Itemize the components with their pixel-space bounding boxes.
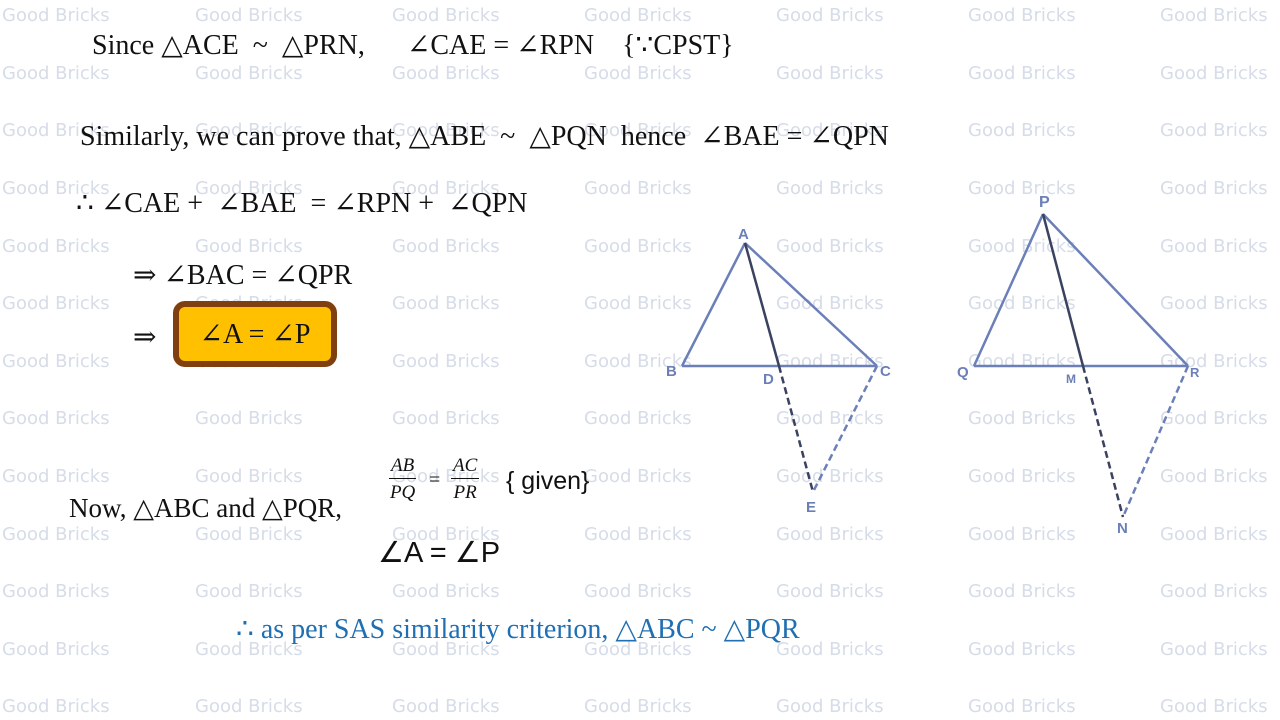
now-triangles-text: Now, △ABC and △PQR, <box>69 493 343 523</box>
fraction-denominator: PQ <box>389 482 416 503</box>
proof-line-1: Since △ACE ~ △PRN, ∠CAE = ∠RPN {∵CPST} <box>92 30 734 61</box>
label-m: M <box>1066 372 1076 386</box>
fraction-ab-pq: AB PQ <box>389 456 417 503</box>
fraction-numerator: AC <box>451 456 480 479</box>
conclusion-text: ∴ as per SAS similarity criterion, △ABC … <box>236 614 800 645</box>
fraction-ac-pr: AC PR <box>451 456 480 503</box>
label-p: P <box>1039 194 1050 211</box>
proof-line-3: ∴ ∠CAE + ∠BAE = ∠RPN + ∠QPN <box>76 188 528 219</box>
given-note: { given} <box>506 467 590 495</box>
label-q: Q <box>957 364 969 381</box>
implies-arrow: ⇒ <box>133 322 157 353</box>
label-d: D <box>763 371 774 388</box>
proof-line-7: ∠A = ∠P <box>378 537 501 569</box>
label-r: R <box>1190 365 1200 380</box>
proof-line-2: Similarly, we can prove that, △ABE ~ △PQ… <box>80 121 889 152</box>
label-a: A <box>738 226 749 243</box>
fraction-numerator: AB <box>389 456 417 479</box>
fraction-equals: = <box>429 469 441 491</box>
label-n: N <box>1117 520 1128 537</box>
proof-line-4: ⇒ ∠BAC = ∠QPR <box>133 260 353 291</box>
highlighted-result-text: ∠A = ∠P <box>199 319 311 350</box>
label-e: E <box>806 499 816 516</box>
fraction-denominator: PR <box>453 482 477 503</box>
highlighted-result-box: ∠A = ∠P <box>173 301 337 367</box>
label-b: B <box>666 363 677 380</box>
label-c: C <box>880 363 891 380</box>
proof-line-6-prefix: Now, △ABC and △PQR, <box>54 468 342 522</box>
